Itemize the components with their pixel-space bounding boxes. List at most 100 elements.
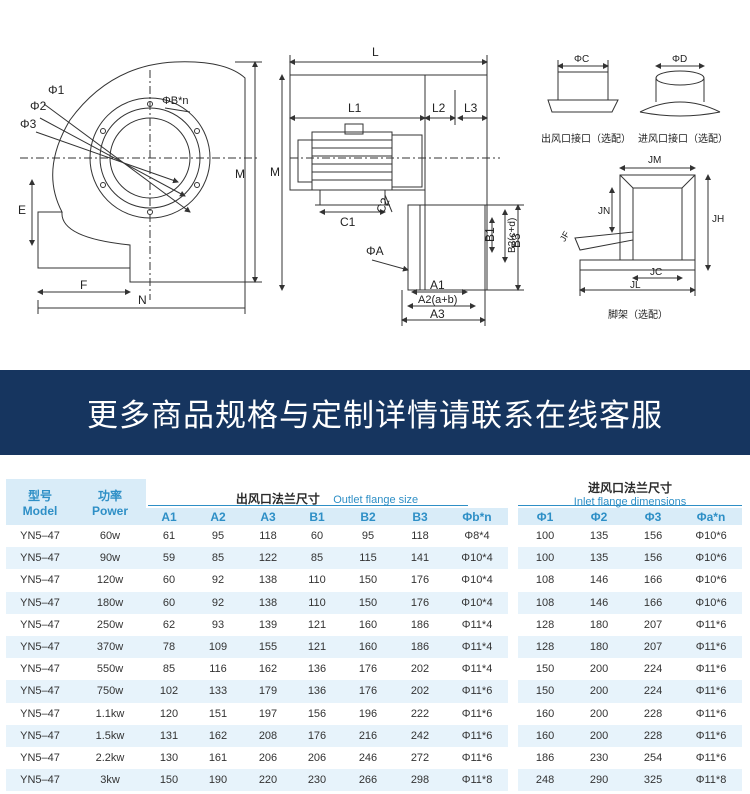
table-cell: Φ11*6 — [680, 613, 743, 636]
dim-label-m-front: M — [235, 167, 245, 181]
table-cell: Φ10*4 — [446, 591, 509, 614]
banner-text: 更多商品规格与定制详情请联系在线客服 — [87, 398, 663, 434]
side-view — [279, 55, 524, 326]
table-cell: 146 — [572, 569, 627, 592]
table-cell: YN5–47 — [6, 525, 74, 548]
technical-drawing: Φ1 Φ2 Φ3 ΦB*n E F N M L L1 L2 L3 M C1 C2… — [0, 0, 750, 370]
col-phi1: Φ1 — [518, 508, 573, 525]
outlet-group-rule — [148, 505, 468, 506]
table-cell: 100 — [518, 525, 573, 548]
dim-label-jh: JH — [712, 214, 724, 225]
table-cell: Φ10*6 — [680, 547, 743, 570]
table-cell: YN5–47 — [6, 635, 74, 659]
outlet-group-header: 出风口法兰尺寸 Outlet flange size — [235, 492, 419, 506]
table-cell: Φ10*6 — [680, 591, 743, 614]
table-cell: 224 — [626, 680, 681, 703]
inlet-group-rule — [515, 505, 742, 506]
col-a3: A3 — [244, 508, 292, 525]
table-cell: 248 — [518, 769, 573, 792]
dim-label-a3: A3 — [430, 307, 445, 321]
table-cell: YN5–47 — [6, 724, 74, 747]
inlet-connector-drawing — [639, 63, 721, 117]
table-cell: 108 — [518, 569, 573, 592]
table-cell: YN5–47 — [6, 769, 74, 792]
dim-label-b3: B3 — [509, 233, 523, 248]
dim-label-l: L — [372, 45, 379, 59]
table-cell: 60w — [74, 525, 146, 548]
table-cell: Φ11*4 — [446, 613, 509, 636]
table-cell: 1.5kw — [74, 724, 146, 747]
table-cell: 224 — [626, 658, 681, 681]
table-cell: 250w — [74, 613, 146, 636]
table-cell: 156 — [292, 702, 342, 725]
dim-label-l2: L2 — [432, 101, 446, 115]
dim-label-c1: C1 — [340, 215, 356, 229]
dim-label-phi3: Φ3 — [20, 117, 37, 131]
dim-label-phic: ΦC — [574, 54, 589, 65]
table-cell: 90w — [74, 547, 146, 570]
dim-label-phia: ΦA — [366, 244, 384, 258]
inlet-connector-caption: 进风口接口（选配） — [638, 132, 728, 145]
table-cell: 92 — [192, 569, 244, 592]
table-cell: 93 — [192, 613, 244, 636]
table-cell: 160 — [518, 724, 573, 747]
table-cell: YN5–47 — [6, 591, 74, 614]
table-cell: 95 — [192, 525, 244, 548]
table-cell: Φ11*8 — [446, 769, 509, 792]
table-cell: Φ11*6 — [446, 746, 509, 770]
table-cell: 128 — [518, 613, 573, 636]
table-cell: 160 — [342, 635, 394, 659]
table-cell: 85 — [192, 547, 244, 570]
table-cell: 206 — [244, 746, 292, 770]
table-cell: 120 — [146, 702, 192, 725]
table-cell: 60 — [146, 591, 192, 614]
table-cell: Φ11*6 — [446, 680, 509, 703]
table-cell: 242 — [394, 724, 446, 747]
table-cell: Φ11*6 — [680, 635, 743, 659]
table-cell: 102 — [146, 680, 192, 703]
dim-label-l1: L1 — [348, 101, 362, 115]
table-cell: 176 — [342, 658, 394, 681]
table-cell: 135 — [572, 547, 627, 570]
table-cell: YN5–47 — [6, 547, 74, 570]
table-cell: Φ11*6 — [680, 746, 743, 770]
table-cell: 216 — [342, 724, 394, 747]
table-cell: 138 — [244, 569, 292, 592]
table-cell: 162 — [244, 658, 292, 681]
table-cell: 139 — [244, 613, 292, 636]
table-cell: YN5–47 — [6, 658, 74, 681]
table-cell: 180 — [572, 635, 627, 659]
table-cell: 100 — [518, 547, 573, 570]
table-cell: Φ10*4 — [446, 569, 509, 592]
table-cell: Φ10*4 — [446, 547, 509, 570]
column-header-row: A1 A2 A3 B1 B2 B3 Φb*n Φ1 Φ2 Φ3 Φa*n — [6, 508, 743, 525]
table-cell: Φ11*6 — [446, 724, 509, 747]
table-cell: 202 — [394, 680, 446, 703]
table-cell: 207 — [626, 635, 681, 659]
table-cell: 59 — [146, 547, 192, 570]
table-cell: 121 — [292, 635, 342, 659]
dim-label-n: N — [138, 293, 147, 307]
table-cell: 230 — [572, 746, 627, 770]
table-cell: YN5–47 — [6, 680, 74, 703]
table-cell: 120w — [74, 569, 146, 592]
table-cell: Φ11*6 — [446, 702, 509, 725]
table-cell: 62 — [146, 613, 192, 636]
table-cell: 206 — [292, 746, 342, 770]
table-cell: 208 — [244, 724, 292, 747]
table-cell: YN5–47 — [6, 746, 74, 770]
table-cell: 78 — [146, 635, 192, 659]
table-cell: 200 — [572, 702, 627, 725]
table-cell: 136 — [292, 658, 342, 681]
table-cell: 228 — [626, 702, 681, 725]
table-cell: 3kw — [74, 769, 146, 792]
table-cell: 118 — [244, 525, 292, 548]
table-cell: 254 — [626, 746, 681, 770]
table-cell: 750w — [74, 680, 146, 703]
table-cell: 135 — [572, 525, 627, 548]
table-cell: 61 — [146, 525, 192, 548]
table-cell: 116 — [192, 658, 244, 681]
